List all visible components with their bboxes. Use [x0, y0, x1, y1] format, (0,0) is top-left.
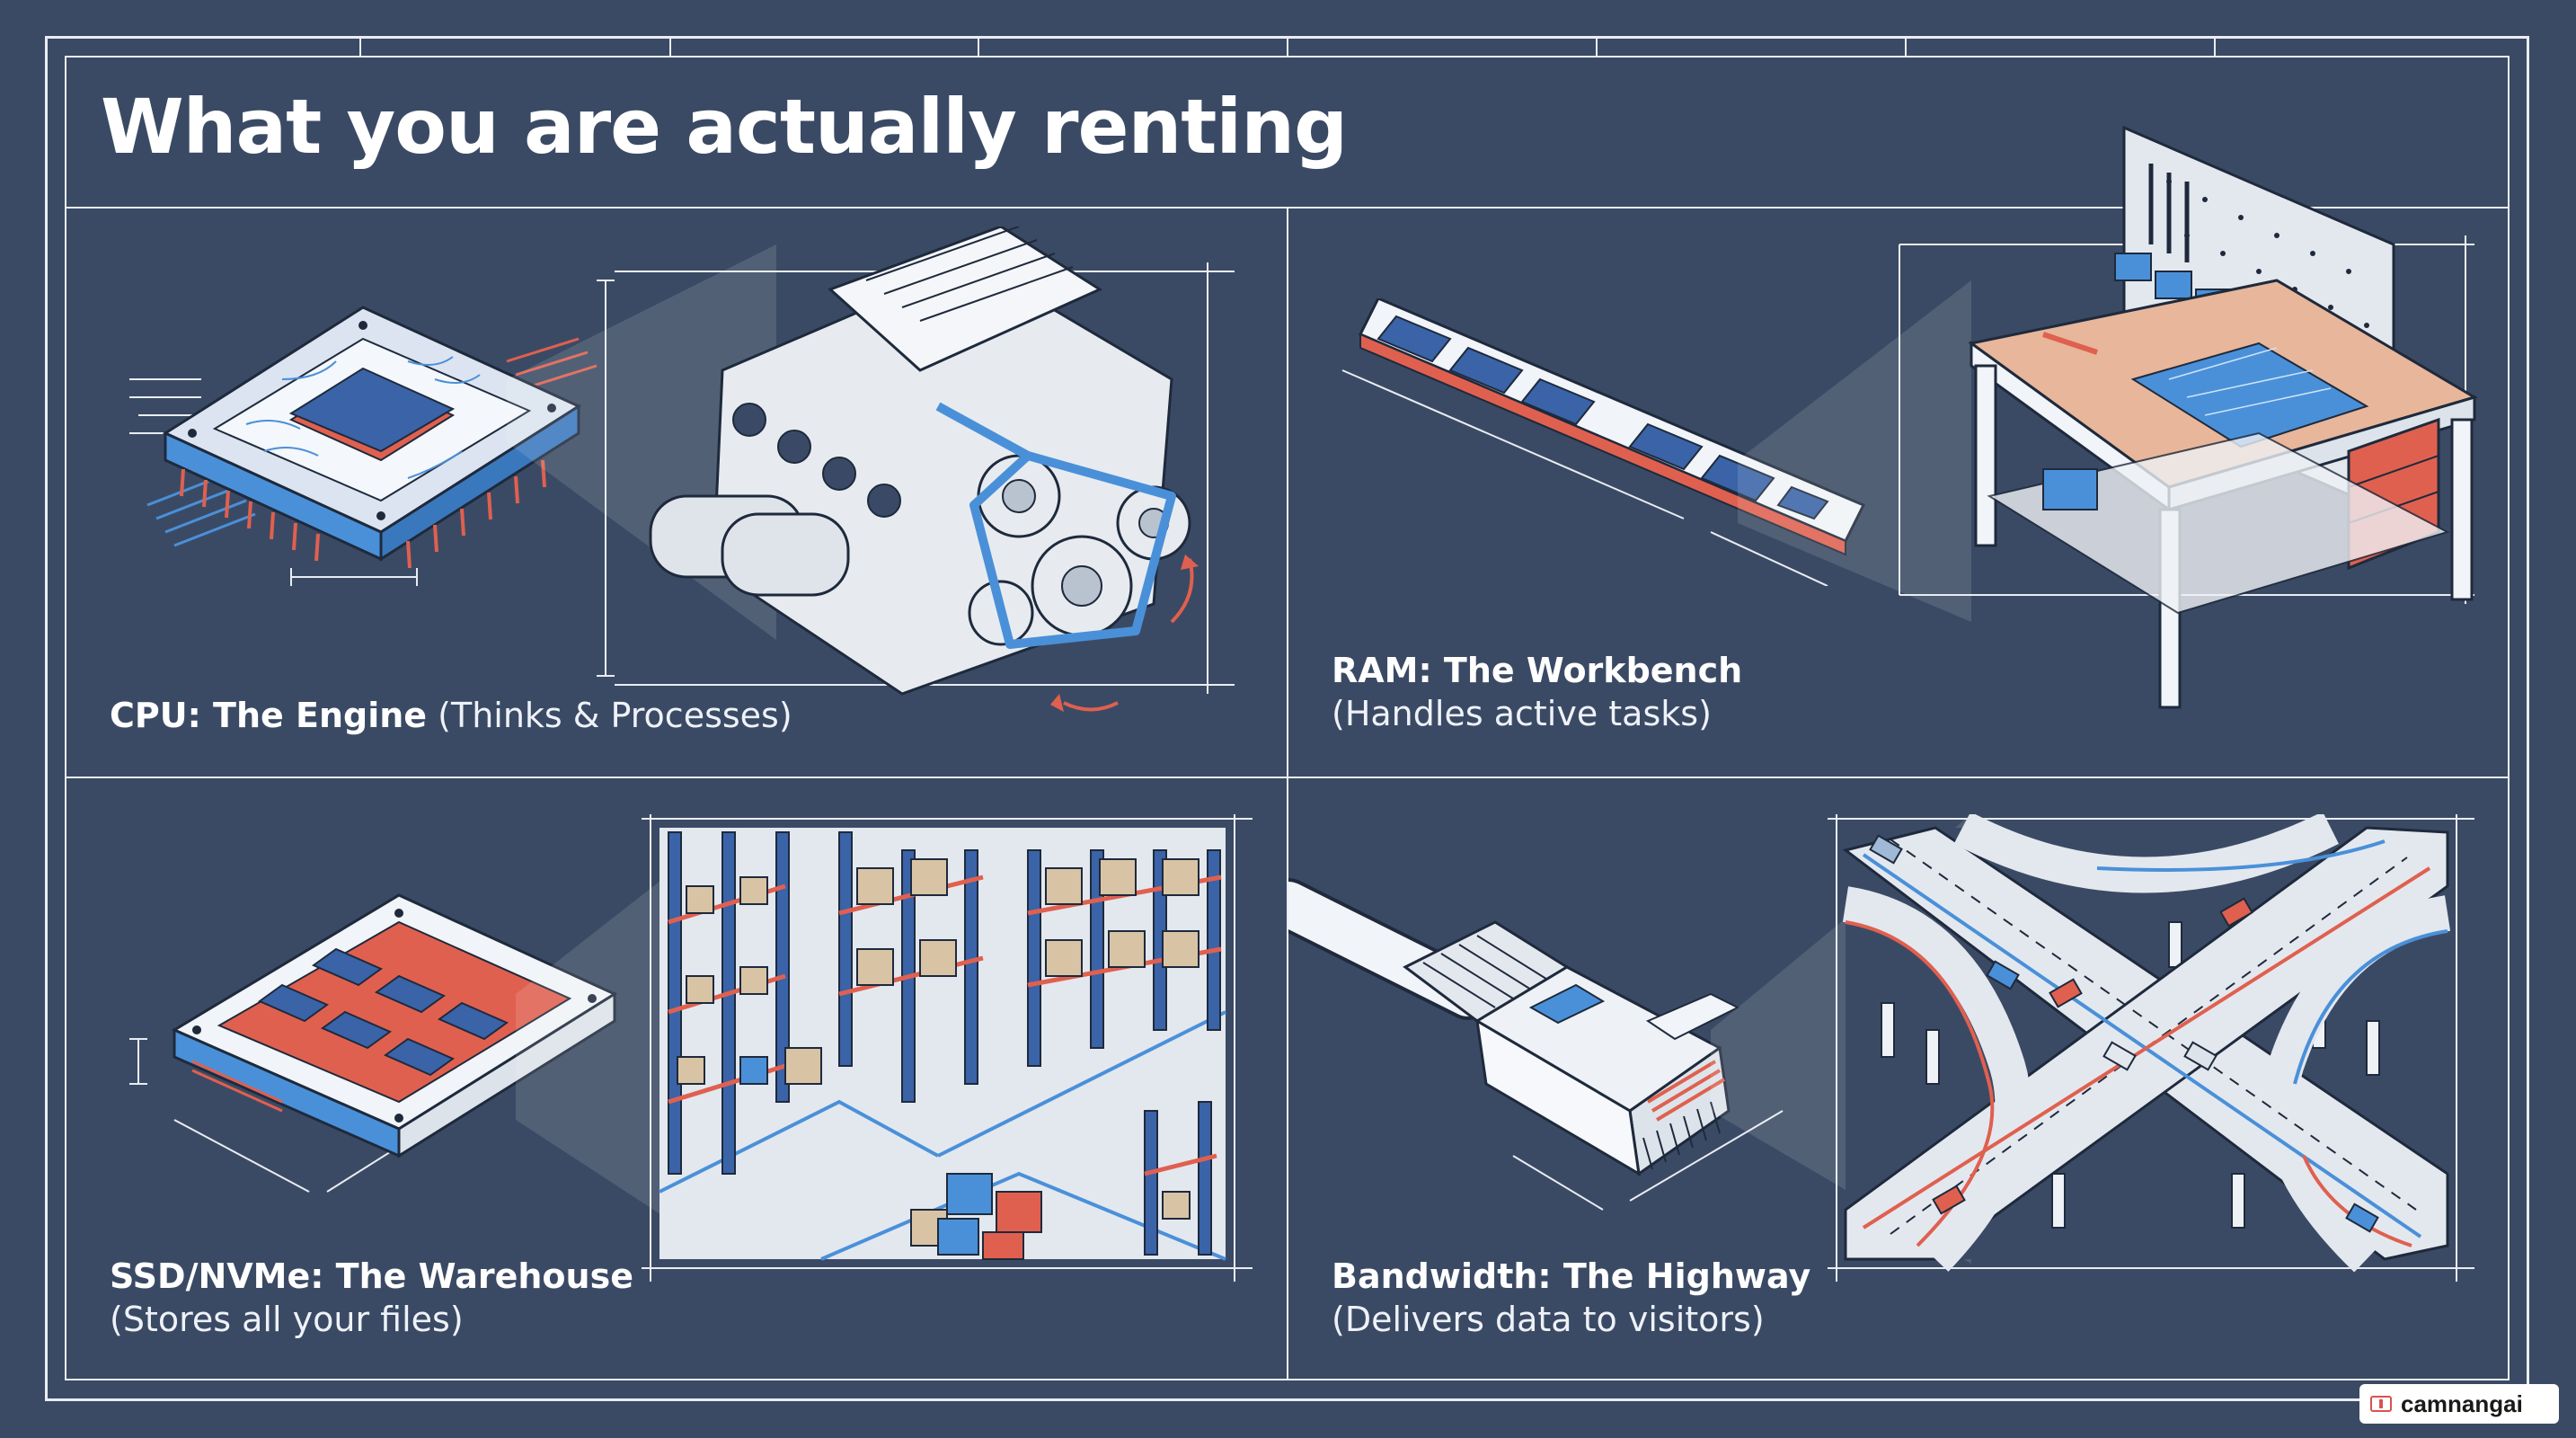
panel-cpu: CPU: The Engine (Thinks & Processes) — [66, 209, 1287, 777]
tick — [1905, 36, 1907, 58]
panel-ssd: SSD/NVMe: The Warehouse (Stores all your… — [66, 778, 1287, 1379]
panel-desc-bandwidth: (Delivers data to visitors) — [1332, 1300, 1765, 1339]
engine-icon — [597, 226, 1235, 712]
panel-title-ssd: SSD/NVMe: The Warehouse — [110, 1256, 633, 1296]
inner-right — [2508, 56, 2510, 1380]
panel-title-bandwidth: Bandwidth: The Highway — [1332, 1256, 1811, 1296]
panel-bandwidth: Bandwidth: The Highway (Delivers data to… — [1288, 778, 2508, 1379]
panel-caption-cpu: CPU: The Engine (Thinks & Processes) — [110, 694, 792, 737]
workbench-icon — [1899, 125, 2478, 709]
ethernet-cable-icon — [1288, 878, 1784, 1211]
tick — [359, 36, 361, 58]
watermark-badge: camnangai — [2359, 1384, 2559, 1424]
ssd-drive-icon — [129, 893, 618, 1193]
zoom-beam — [1738, 280, 1971, 622]
watermark-text: camnangai — [2401, 1389, 2523, 1417]
page-title: What you are actually renting — [101, 83, 1348, 171]
book-icon — [2370, 1396, 2392, 1412]
panel-ram: RAM: The Workbench (Handles active tasks… — [1288, 125, 2508, 777]
panel-desc-ram: (Handles active tasks) — [1332, 694, 1712, 733]
panel-title-cpu: CPU: The Engine — [110, 696, 428, 735]
highway-interchange-icon — [1828, 814, 2474, 1282]
cpu-chip-icon — [129, 306, 598, 586]
inner-left — [65, 56, 66, 1380]
frame-right — [2527, 36, 2529, 1401]
tick — [669, 36, 671, 58]
tick — [1596, 36, 1598, 58]
panel-desc-ssd: (Stores all your files) — [110, 1300, 464, 1339]
frame-bottom — [45, 1398, 2529, 1401]
panel-caption-bandwidth: Bandwidth: The Highway (Delivers data to… — [1332, 1255, 1810, 1341]
panel-desc-cpu: (Thinks & Processes) — [438, 696, 792, 735]
warehouse-icon — [642, 814, 1253, 1282]
tick — [1287, 36, 1288, 58]
tick — [978, 36, 979, 58]
panel-title-ram: RAM: The Workbench — [1332, 651, 1743, 690]
frame-left — [45, 36, 48, 1401]
tick — [2214, 36, 2216, 58]
panel-caption-ssd: SSD/NVMe: The Warehouse (Stores all your… — [110, 1255, 633, 1341]
panel-caption-ram: RAM: The Workbench (Handles active tasks… — [1332, 649, 1742, 735]
ram-stick-icon — [1341, 298, 1866, 586]
column-divider — [1287, 207, 1288, 1380]
